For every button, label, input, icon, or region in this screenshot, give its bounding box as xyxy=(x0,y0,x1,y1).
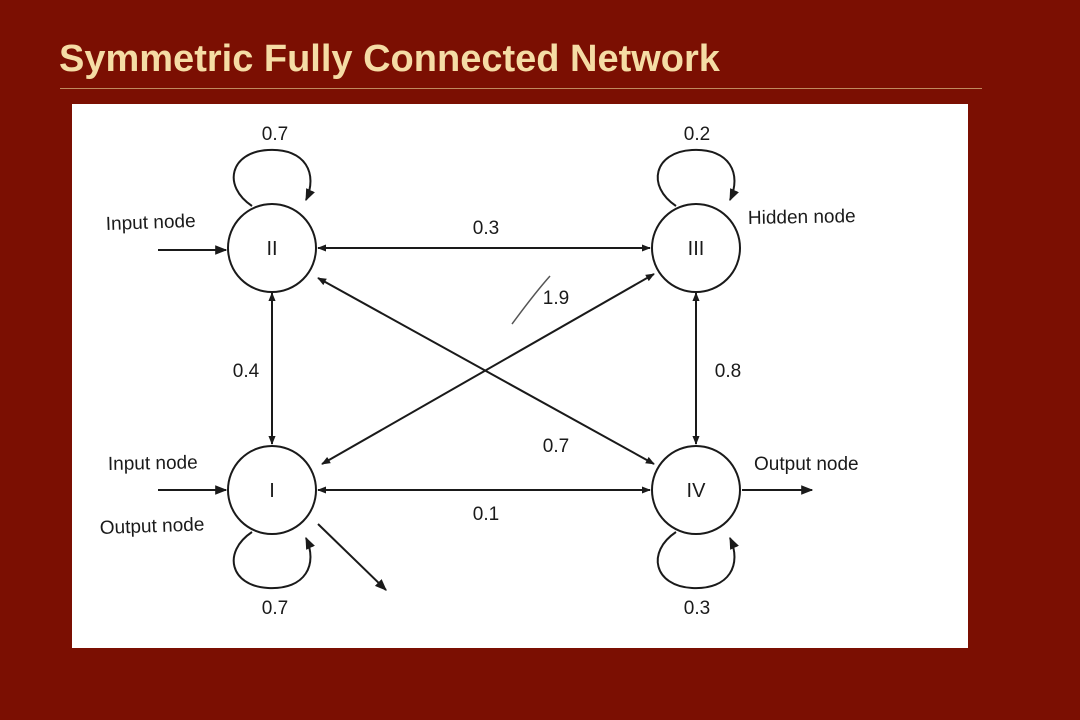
weight-self-IV: 0.3 xyxy=(684,598,710,619)
weight-III-IV: 0.8 xyxy=(715,361,741,382)
node-III: III xyxy=(651,203,741,293)
self-loop-I xyxy=(232,531,315,590)
weight-self-I: 0.7 xyxy=(262,598,288,619)
node-II-label: II xyxy=(266,238,277,260)
weight-I-IV: 0.1 xyxy=(473,504,499,525)
self-loop-III xyxy=(656,148,739,207)
node-I: I xyxy=(227,445,317,535)
pen-mark xyxy=(511,275,551,325)
label-output-node-IV: Output node xyxy=(754,454,859,475)
node-IV-label: IV xyxy=(687,480,707,502)
edge-I-III xyxy=(321,273,655,465)
self-loop-IV xyxy=(656,531,739,590)
output-arrow-I xyxy=(317,523,387,591)
weight-II-III: 0.3 xyxy=(473,218,499,239)
self-loop-II xyxy=(232,148,315,207)
label-input-node-II: Input node xyxy=(105,211,195,235)
node-I-label: I xyxy=(269,480,275,502)
slide-title: Symmetric Fully Connected Network xyxy=(59,38,720,80)
weight-I-III: 1.9 xyxy=(543,288,569,309)
weight-II-IV: 0.7 xyxy=(543,436,569,457)
title-divider xyxy=(60,88,982,89)
label-output-node-I: Output node xyxy=(99,514,204,539)
weight-self-III: 0.2 xyxy=(684,124,710,145)
node-IV: IV xyxy=(651,445,741,535)
label-input-node-I: Input node xyxy=(108,452,198,475)
weight-self-II: 0.7 xyxy=(262,124,288,145)
label-hidden-node-III: Hidden node xyxy=(748,206,856,229)
weight-II-I: 0.4 xyxy=(233,361,260,382)
node-II: II xyxy=(227,203,317,293)
node-III-label: III xyxy=(688,238,705,260)
network-diagram: II III I IV 0.7 0.2 0.7 0.3 0.3 0.1 0.4 … xyxy=(72,104,968,648)
network-diagram-svg: II III I IV 0.7 0.2 0.7 0.3 0.3 0.1 0.4 … xyxy=(99,124,859,619)
